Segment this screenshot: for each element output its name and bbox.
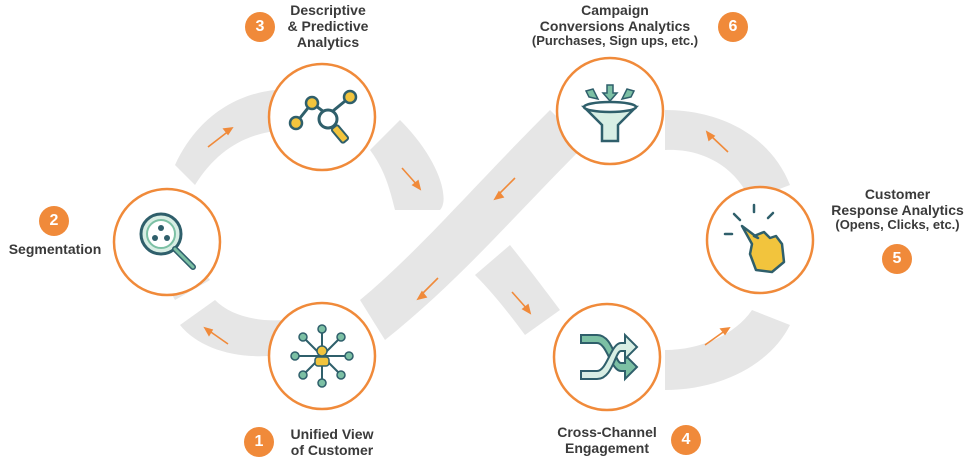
step-number-badge-5: 5 [882, 244, 912, 274]
tap-hand-icon [723, 203, 786, 274]
step-number-badge-4: 4 [671, 425, 701, 455]
step-number-badge-2: 2 [39, 206, 69, 236]
step-4-line1: Cross-Channel [557, 424, 657, 440]
analytics-graph-icon [288, 89, 358, 144]
step-label-6: Campaign Conversions Analytics (Purchase… [520, 2, 710, 49]
step-label-4: Cross-Channel Engagement [548, 424, 666, 456]
network-icon [290, 324, 354, 388]
circle-step-4 [552, 302, 662, 412]
shuffle-icon [580, 332, 639, 382]
step-3-line3: Analytics [296, 34, 360, 51]
step-5-line3: (Opens, Clicks, etc.) [835, 217, 960, 233]
flow-arrows [203, 126, 731, 346]
segment-search-icon [139, 212, 196, 270]
step-6-line3: (Purchases, Sign ups, etc.) [531, 33, 699, 49]
funnel-icon [580, 84, 640, 143]
step-1-line1: Unified View [290, 426, 374, 442]
step-number-badge-6: 6 [718, 12, 748, 42]
step-6-line1: Campaign [581, 2, 649, 18]
step-5-line2: Response Analytics [831, 202, 964, 219]
step-label-1: Unified View of Customer [282, 426, 382, 458]
step-6-line2: Conversions Analytics [539, 18, 691, 35]
step-label-2: Segmentation [0, 241, 110, 257]
step-5-line1: Customer [864, 186, 931, 202]
step-number-badge-1: 1 [244, 427, 274, 457]
step-3-line2: & Predictive [287, 18, 369, 35]
step-1-line2: of Customer [290, 442, 374, 459]
step-label-3: Descriptive & Predictive Analytics [278, 2, 378, 50]
infinity-band [161, 89, 790, 390]
step-3-line1: Descriptive [290, 2, 366, 18]
step-label-5: Customer Response Analytics (Opens, Clic… [825, 186, 970, 233]
step-number-badge-3: 3 [245, 12, 275, 42]
step-2-line1: Segmentation [8, 241, 102, 257]
step-4-line2: Engagement [564, 440, 649, 457]
